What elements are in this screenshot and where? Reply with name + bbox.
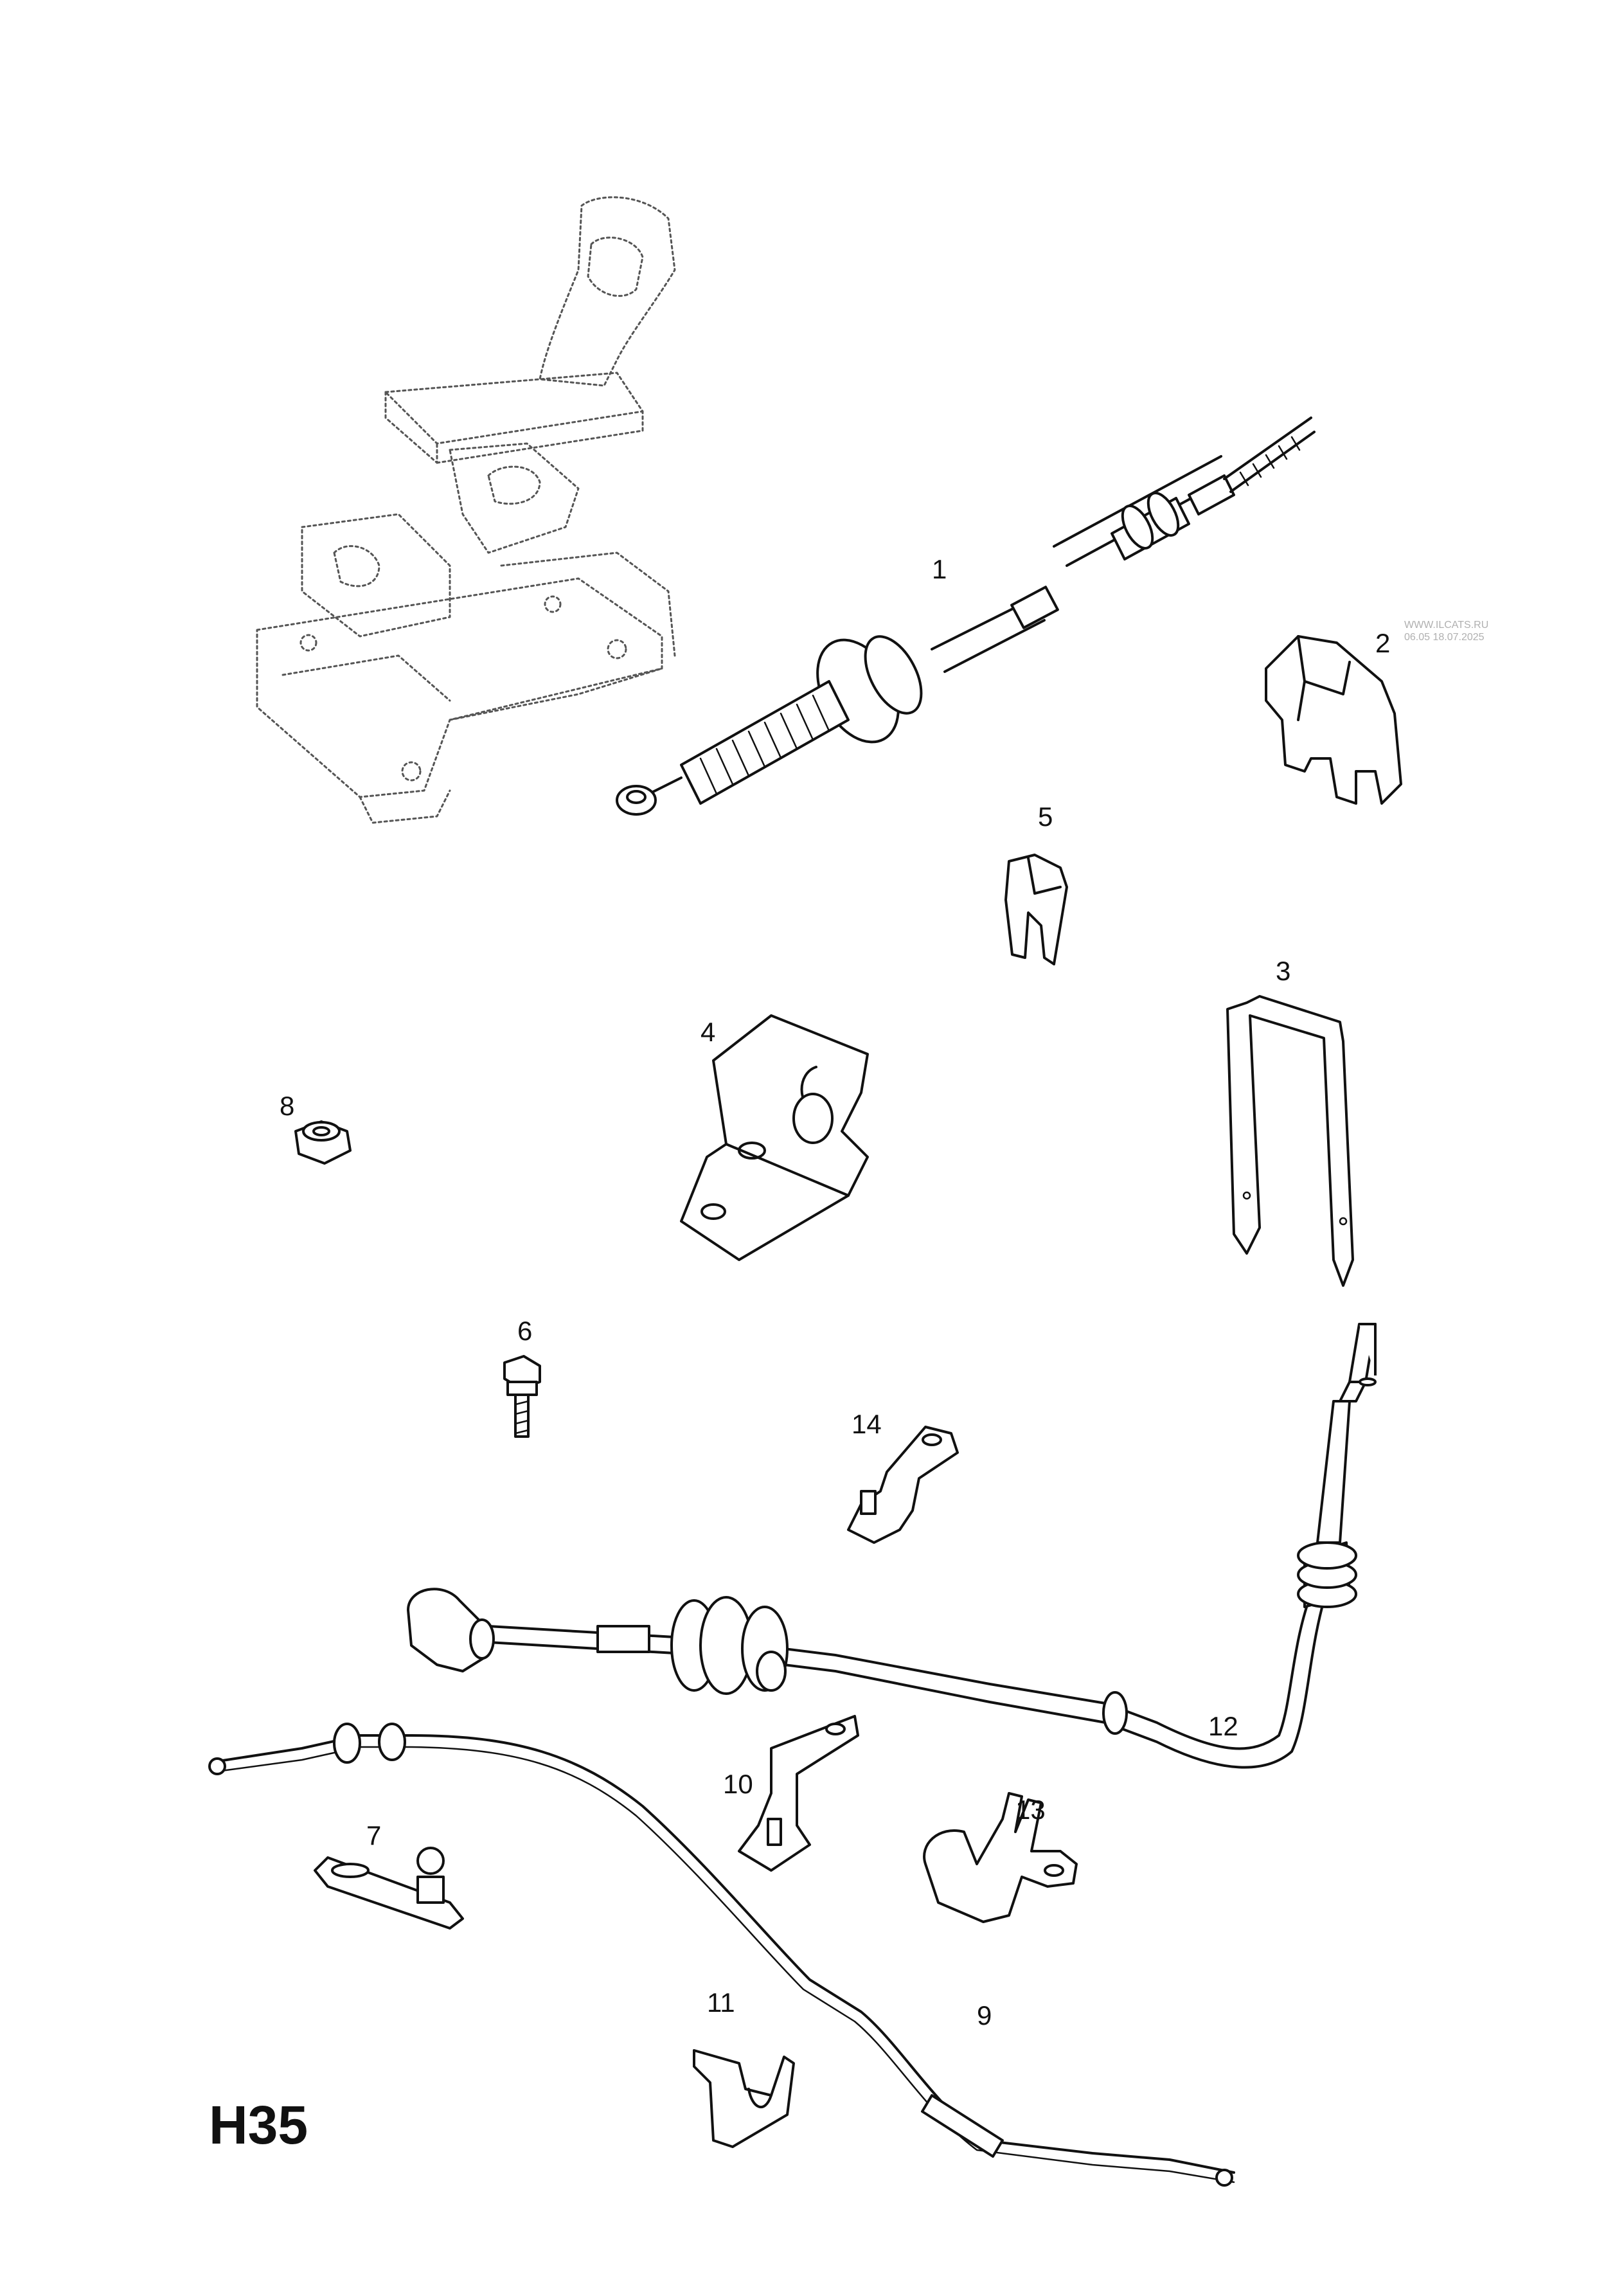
part-5-small-clip — [1004, 854, 1068, 965]
callout-11: 11 — [707, 1987, 735, 2018]
part-1-selector-cable — [616, 417, 1316, 816]
callout-4: 4 — [700, 1017, 715, 1047]
callout-3: 3 — [1276, 956, 1290, 986]
callout-10: 10 — [723, 1769, 753, 1799]
callout-9: 9 — [977, 2000, 992, 2030]
part-3-u-clip — [1226, 995, 1354, 1287]
part-13-bracket — [923, 1792, 1078, 1923]
callout-6: 6 — [517, 1316, 532, 1346]
part-11-clip-bracket — [693, 2049, 795, 2148]
callout-7: 7 — [366, 1820, 381, 1850]
part-9-long-cable — [208, 1723, 1235, 2187]
part-7-lever-with-ball-stud — [314, 1847, 464, 1930]
callout-8: 8 — [280, 1091, 294, 1121]
gear-shift-housing-outline — [256, 196, 676, 824]
part-8-nut — [294, 1120, 352, 1165]
callout-13: 13 — [1015, 1795, 1046, 1825]
callout-12: 12 — [1208, 1711, 1238, 1741]
page-code-label: H35 — [209, 2095, 308, 2155]
callout-2: 2 — [1375, 628, 1390, 658]
part-2-cable-clip — [1265, 635, 1402, 805]
part-12-shift-cable — [407, 1323, 1377, 1769]
callout-1: 1 — [932, 554, 947, 584]
callout-14: 14 — [852, 1409, 882, 1439]
watermark-line-1: WWW.ILCATS.RU — [1404, 620, 1488, 631]
part-14-bracket-with-stud — [847, 1426, 959, 1544]
callout-5: 5 — [1038, 802, 1053, 832]
part-10-bracket-with-stud — [738, 1715, 859, 1872]
part-6-bolt — [503, 1355, 541, 1438]
part-4-bracket — [680, 1014, 869, 1261]
watermark-line-2: 06.05 18.07.2025 — [1404, 632, 1485, 643]
